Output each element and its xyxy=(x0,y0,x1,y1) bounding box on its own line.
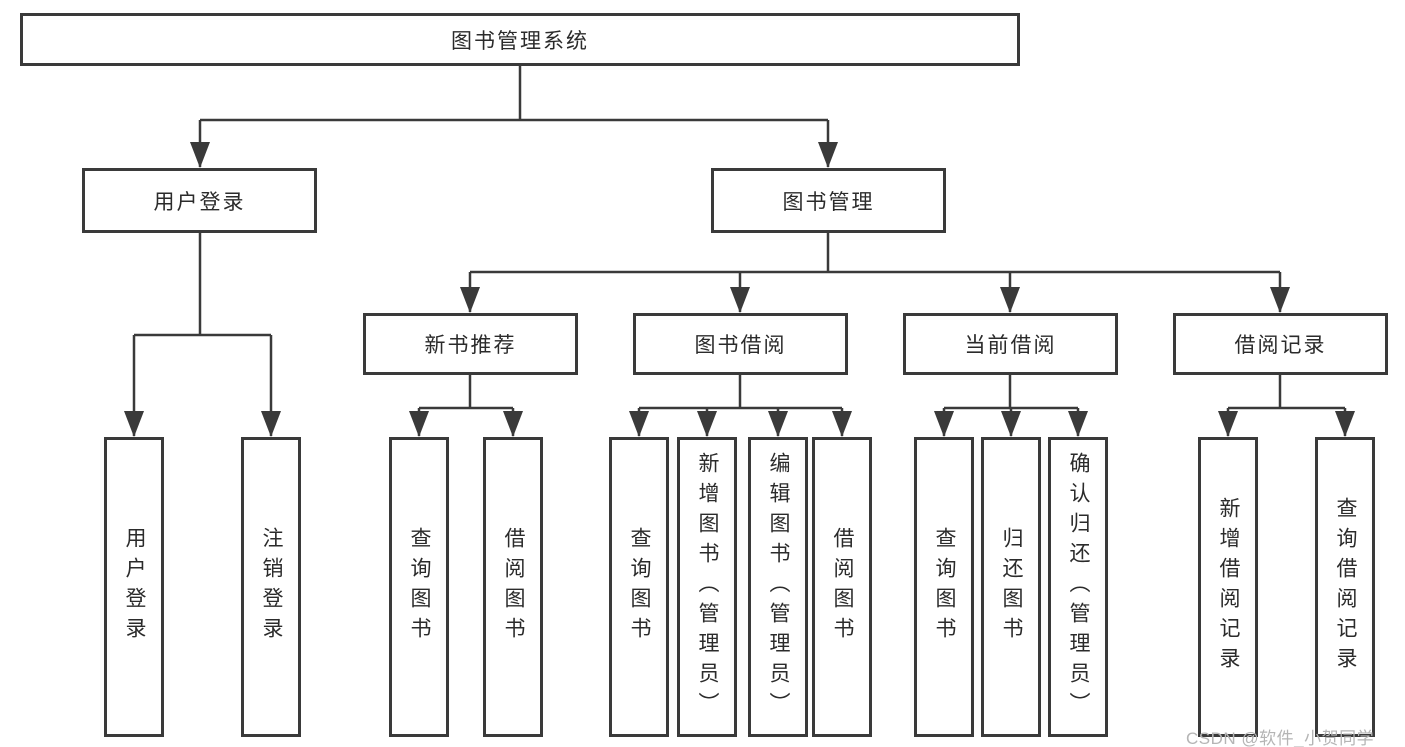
node-new-book-recommend: 新书推荐 xyxy=(363,313,578,375)
leaf-confirm-return-admin-label: 确认归还（管理员） xyxy=(1067,452,1090,722)
leaf-query-book-2-label: 查询图书 xyxy=(628,527,651,647)
node-new-book-recommend-label: 新书推荐 xyxy=(424,334,517,357)
leaf-query-book-1-label: 查询图书 xyxy=(408,527,431,647)
node-user-login: 用户登录 xyxy=(82,168,317,233)
node-book-manage: 图书管理 xyxy=(711,168,946,233)
leaf-edit-book-admin-label: 编辑图书（管理员） xyxy=(767,452,790,722)
leaf-add-book-admin: 新增图书（管理员） xyxy=(677,437,737,737)
leaf-borrow-book-1-label: 借阅图书 xyxy=(502,527,525,647)
leaf-borrow-book-2: 借阅图书 xyxy=(812,437,872,737)
leaf-confirm-return-admin: 确认归还（管理员） xyxy=(1048,437,1108,737)
leaf-query-borrow-record: 查询借阅记录 xyxy=(1315,437,1375,737)
leaf-query-borrow-record-label: 查询借阅记录 xyxy=(1334,497,1357,677)
csdn-watermark: CSDN @软件_小贺同学 xyxy=(1186,729,1375,747)
node-borrow-record-label: 借阅记录 xyxy=(1234,334,1327,357)
leaf-return-book: 归还图书 xyxy=(981,437,1041,737)
node-library-system-label: 图书管理系统 xyxy=(451,29,589,53)
node-borrow-record: 借阅记录 xyxy=(1173,313,1388,375)
leaf-query-book-3-label: 查询图书 xyxy=(933,527,956,647)
leaf-return-book-label: 归还图书 xyxy=(1000,527,1023,647)
leaf-add-borrow-record-label: 新增借阅记录 xyxy=(1217,497,1240,677)
leaf-query-book-3: 查询图书 xyxy=(914,437,974,737)
leaf-add-book-admin-label: 新增图书（管理员） xyxy=(696,452,719,722)
node-current-borrow: 当前借阅 xyxy=(903,313,1118,375)
leaf-logout-label: 注销登录 xyxy=(260,527,283,647)
leaf-borrow-book-2-label: 借阅图书 xyxy=(831,527,854,647)
node-library-system: 图书管理系统 xyxy=(20,13,1020,66)
node-book-manage-label: 图书管理 xyxy=(782,190,875,214)
leaf-query-book-2: 查询图书 xyxy=(609,437,669,737)
leaf-borrow-book-1: 借阅图书 xyxy=(483,437,543,737)
node-book-borrow-label: 图书借阅 xyxy=(694,334,787,357)
leaf-query-book-1: 查询图书 xyxy=(389,437,449,737)
leaf-user-login-label: 用户登录 xyxy=(123,527,146,647)
leaf-add-borrow-record: 新增借阅记录 xyxy=(1198,437,1258,737)
node-user-login-label: 用户登录 xyxy=(153,190,246,214)
leaf-user-login: 用户登录 xyxy=(104,437,164,737)
leaf-edit-book-admin: 编辑图书（管理员） xyxy=(748,437,808,737)
node-current-borrow-label: 当前借阅 xyxy=(964,334,1057,357)
node-book-borrow: 图书借阅 xyxy=(633,313,848,375)
leaf-logout: 注销登录 xyxy=(241,437,301,737)
